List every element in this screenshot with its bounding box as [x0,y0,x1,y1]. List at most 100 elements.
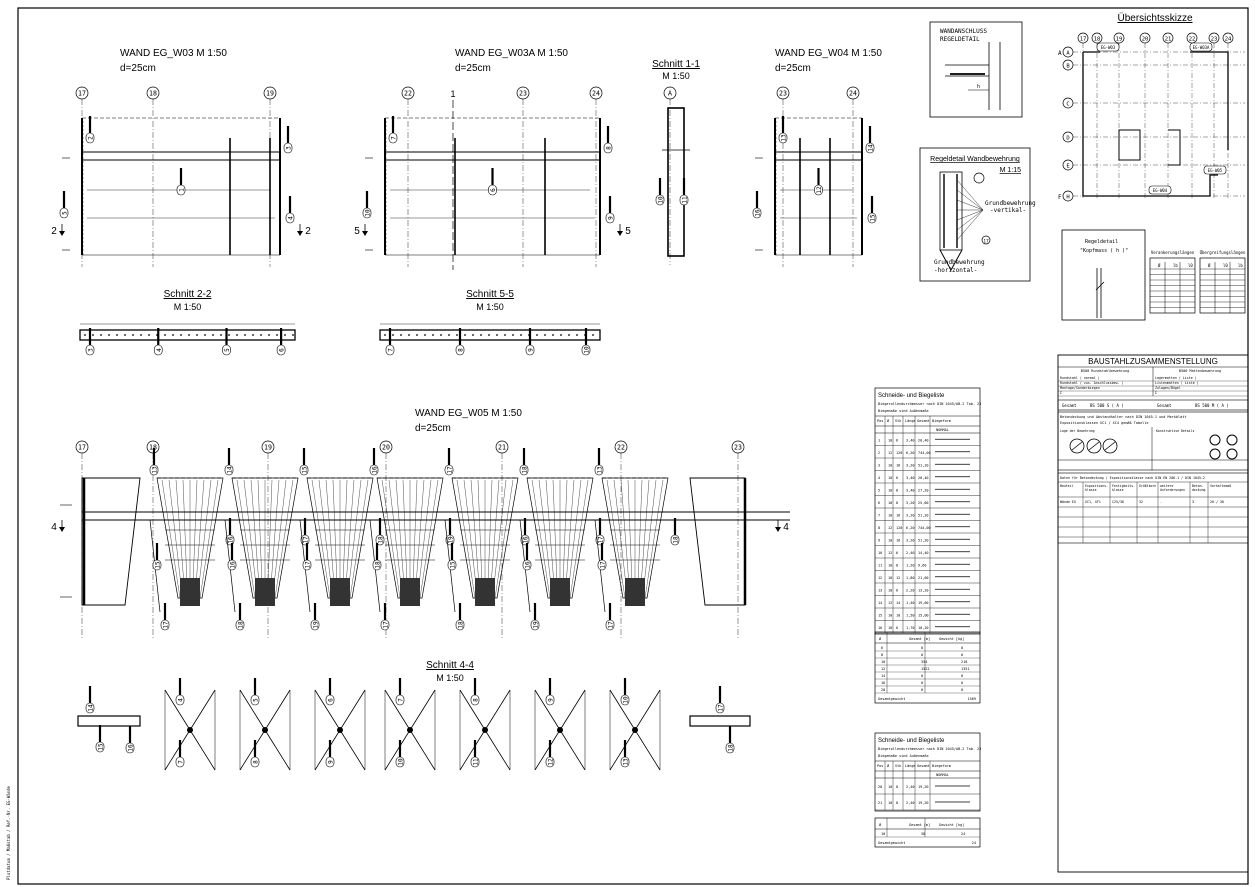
overview-row-bubble: B [1062,59,1074,71]
table-cell: 1,40 [906,601,914,605]
view-subtitle: M 1:50 [662,71,690,81]
table-cell: 51,20 [918,463,929,467]
cross-bar [484,729,511,771]
mark-number: 10 [365,209,372,217]
grid-label: 24 [1225,37,1232,43]
table-cell: 8 [896,501,898,505]
bending-list-note: Biegemaße sind Außenmaße [878,754,929,758]
rebar-position-mark: 17 [300,518,310,546]
table-cell: Gesamt [1157,403,1172,408]
fan-bar [419,479,439,599]
rebar-position-mark: 18 [519,448,529,476]
overview-core [1118,129,1181,166]
grid-label: 23 [734,444,742,452]
table-cell: 38 [921,832,925,836]
rebar-position-mark: 15 [299,448,309,476]
mark-number: 1 [179,188,186,192]
mark-number: 9 [328,760,335,764]
rebar-position-mark: 9 [525,328,535,356]
rebar-dot [488,334,490,336]
table-cell: 9,60 [918,563,926,567]
rebar-dot [140,334,142,336]
view-title: WAND EG_W04 M 1:50 [775,48,882,59]
weight-table-frame [874,817,981,848]
rebar-dot [504,334,506,336]
table-total-label: Gesamtgewicht [878,841,905,845]
section-cut-label: 4 [783,522,789,533]
header-line: weitere [1160,484,1174,488]
mark-number: 17 [718,704,725,712]
table-col-header: Beton-deckung [1192,484,1206,492]
rebar-position-mark: 18 [455,603,465,631]
rebar-position-mark: 5 [250,678,260,706]
table-cell: Σ [1060,391,1062,395]
table-cell: 0 [921,681,923,685]
table-cell: 1,20 [906,563,914,567]
mark-number: 12 [816,186,823,194]
grid-axis-bubble: 18 [146,86,160,100]
table-cell: 3 [878,463,880,467]
rebar-position-mark: 10 [581,328,591,356]
table-title: Verankerungslängen [1151,250,1195,255]
section-cross-bars [314,689,366,771]
overview-row-bubble: C [1062,97,1074,109]
table-col-header: Expositions-klasse [1085,484,1108,492]
table-header: Stk [895,419,902,423]
table-cell: BS 500 S ( A ) [1090,403,1124,408]
mark-number: 14 [88,704,95,712]
rebar-dot [552,334,554,336]
bar-circle [1226,434,1238,446]
table-cell: Gesamt [1062,403,1077,408]
rebar-mark-bubble: 17 [981,235,991,245]
rebar-dot [520,334,522,336]
mark-number: 16 [128,744,135,752]
table-cell: 8 [896,563,898,567]
mark-number: 13 [152,466,159,474]
view-subtitle: d=25cm [415,423,451,434]
table-cell: 10 [888,801,892,805]
rebar-position-mark: 13 [620,740,630,768]
fan-bar [531,479,551,599]
grid-circle [981,235,991,245]
grid-label: B [1066,64,1070,70]
node-hatch [557,727,563,733]
bar-circle [1209,448,1221,460]
cross-bar [409,729,436,771]
table-header: Länge [905,764,916,768]
mark-number: 18 [522,466,529,474]
rebar-dot [496,334,498,336]
view-subtitle: M 1:50 [436,673,464,683]
rebar-dot [544,334,546,336]
rebar-dot [148,334,150,336]
bending-list-frame [874,387,981,635]
table-cell: 25,60 [918,501,929,505]
view-subtitle: d=25cm [120,63,156,74]
rebar-position-mark: 16 [752,191,762,219]
overview-col-bubble: 24 [1222,32,1234,44]
table-cell: Zulagen/Bügel [1155,386,1181,390]
rebar-dot [448,334,450,336]
table-cell: 2,40 [906,801,914,805]
overview-col-bubble: 22 [1186,32,1198,44]
table-cell: 2 [878,451,880,455]
view-title: Schnitt 4-4 [426,660,474,671]
table-cell: 0 [961,681,963,685]
rebar-dot [400,334,402,336]
anchor-block-hatch [255,578,275,606]
dimension-label: h [977,84,980,90]
node-hatch [482,727,488,733]
fan-bar [161,479,181,599]
rebar-dot [204,334,206,336]
rebar-position-mark: 17 [160,603,170,631]
table-cell: 12 [896,576,900,580]
mark-number: 14 [227,466,234,474]
overview-row-bubble: H [1062,190,1074,202]
table-col-header: l0 [1223,263,1228,268]
bar-circle [1226,448,1238,460]
rebar-dot [100,334,102,336]
table-header: Gesamt [m] [909,637,930,641]
table-cell: - [1160,500,1162,504]
mark-number: 13 [781,134,788,142]
